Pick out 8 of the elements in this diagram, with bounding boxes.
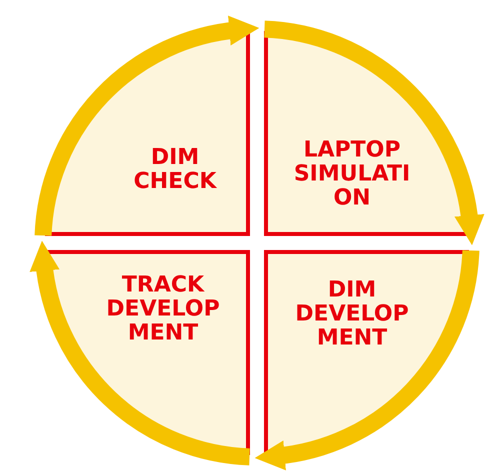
quadrant-label: DIM CHECK	[132, 146, 218, 194]
curved-arrow	[264, 20, 484, 246]
quadrant-label: LAPTOP SIMULATI ON	[292, 138, 412, 212]
curved-arrow	[34, 16, 260, 236]
curved-arrow	[30, 240, 250, 466]
quadrant-label: DIM DEVELOP MENT	[294, 278, 410, 352]
curved-arrow	[254, 250, 480, 470]
quadrant-label: TRACK DEVELOP MENT	[105, 274, 221, 346]
